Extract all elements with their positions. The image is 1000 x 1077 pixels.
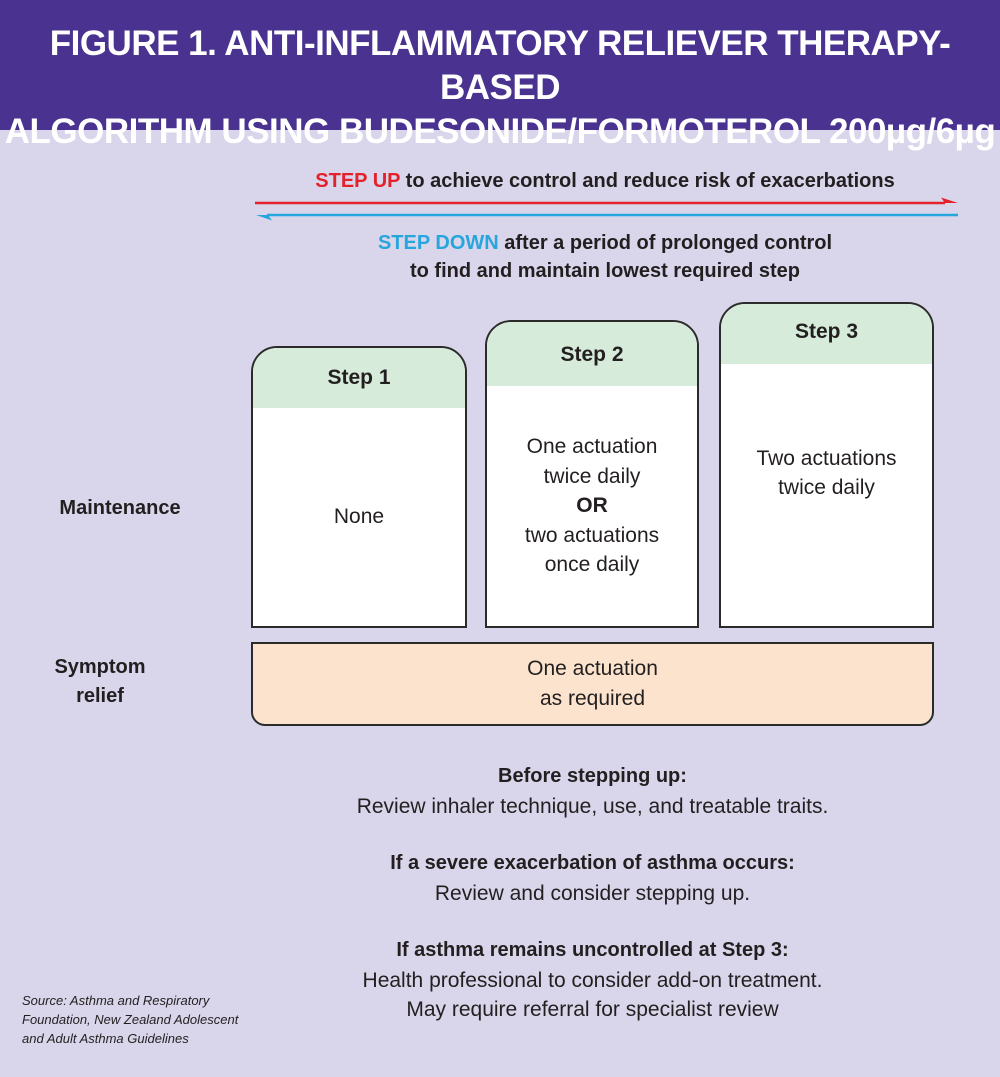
step-up-caption: STEP UP to achieve control and reduce ri… [250, 170, 960, 193]
step-down-text: after a period of prolonged control [498, 232, 833, 254]
note-text: Health professional to consider add-on t… [362, 968, 823, 992]
step-2-maintenance-line-1: One actuation [526, 435, 658, 459]
step-down-keyword: STEP DOWN [377, 232, 499, 254]
step-3-maintenance-line-2: twice daily [778, 476, 875, 499]
note-text: Review inhaler technique, use, and treat… [356, 794, 829, 818]
step-3-maintenance-line-1: Two actuations [756, 446, 897, 470]
source-line-1: Source: Asthma and Respiratory [22, 993, 210, 1008]
note-severe-exacerbation: If a severe exacerbation of asthma occur… [300, 849, 885, 908]
step-up-text: to achieve control and reduce risk of ex… [400, 170, 895, 192]
note-uncontrolled-step-3: If asthma remains uncontrolled at Step 3… [300, 936, 885, 1025]
step-2-maintenance-line-3: two actuations [524, 523, 660, 547]
step-1-maintenance-line: None [333, 505, 385, 529]
step-up-arrowhead [941, 197, 958, 203]
note-heading: Before stepping up: [498, 765, 687, 787]
note-text: Review and consider stepping up. [434, 881, 751, 905]
step-3-maintenance: Two actuations twice daily [721, 364, 932, 626]
step-3-title: Step 3 [721, 304, 932, 364]
note-heading: If asthma remains uncontrolled at Step 3… [396, 939, 789, 961]
step-3-card: Step 3 Two actuations twice daily [719, 302, 934, 628]
step-1-maintenance: None [253, 408, 465, 626]
maintenance-label: Maintenance [59, 497, 181, 519]
symptom-relief-row-label: Symptom relief [48, 653, 152, 711]
figure-header: FIGURE 1. ANTI-INFLAMMATORY RELIEVER THE… [0, 0, 1000, 151]
figure-title-line-2: ALGORITHM USING BUDESONIDE/FORMOTEROL 20… [4, 112, 996, 151]
step-down-caption-line-1: STEP DOWN after a period of prolonged co… [250, 229, 960, 257]
symptom-relief-label-line-1: Symptom [54, 656, 146, 678]
source-line-2: Foundation, New Zealand Adolescent [22, 1012, 239, 1027]
symptom-relief-line-2: as required [539, 687, 646, 710]
step-up-keyword: STEP UP [315, 170, 401, 192]
step-2-maintenance-line-4: once daily [544, 553, 640, 577]
note-text: May require referral for specialist revi… [406, 998, 779, 1021]
step-1-title: Step 1 [253, 348, 465, 408]
source-citation: Source: Asthma and Respiratory Foundatio… [22, 991, 282, 1048]
note-heading: If a severe exacerbation of asthma occur… [390, 852, 795, 874]
step-2-card: Step 2 One actuation twice daily OR two … [485, 320, 699, 628]
step-2-or-separator: OR [576, 494, 608, 518]
step-2-maintenance: One actuation twice daily OR two actuati… [487, 386, 697, 626]
maintenance-row-label: Maintenance [50, 494, 190, 523]
symptom-relief-label-line-2: relief [76, 685, 124, 707]
note-before-stepping-up: Before stepping up: Review inhaler techn… [300, 762, 885, 821]
step-down-caption-line-2: to find and maintain lowest required ste… [409, 260, 801, 282]
source-line-3: and Adult Asthma Guidelines [22, 1031, 189, 1046]
figure-title: FIGURE 1. ANTI-INFLAMMATORY RELIEVER THE… [0, 22, 1000, 154]
step-2-title: Step 2 [487, 322, 697, 386]
symptom-relief-box: One actuation as required [251, 642, 934, 726]
step-down-arrowhead [256, 215, 272, 221]
figure-title-line-1: FIGURE 1. ANTI-INFLAMMATORY RELIEVER THE… [49, 24, 951, 107]
symptom-relief-line-1: One actuation [527, 657, 658, 680]
step-arrows [255, 197, 958, 221]
step-1-card: Step 1 None [251, 346, 467, 628]
step-down-caption: STEP DOWN after a period of prolonged co… [250, 229, 960, 285]
step-2-maintenance-line-2: twice daily [543, 464, 641, 488]
